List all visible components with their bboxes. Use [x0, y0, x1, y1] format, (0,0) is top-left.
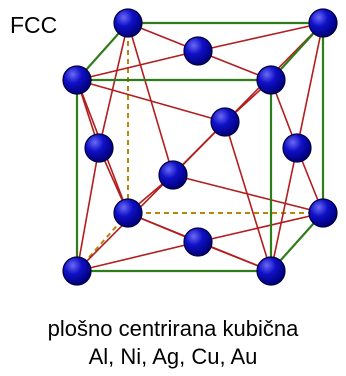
- atom-corner-front-top-right: [256, 65, 286, 95]
- atom-corner-back-bottom-left: [113, 198, 143, 228]
- atom-face-top: [183, 36, 213, 66]
- atom-face-back: [158, 160, 188, 190]
- atom-corner-back-bottom-right: [308, 198, 338, 228]
- atom-corner-front-bottom-right: [256, 256, 286, 286]
- caption-metals-list: Al, Ni, Ag, Cu, Au: [88, 344, 258, 369]
- atom-corner-back-top-left: [113, 8, 143, 38]
- atom-corner-front-top-left: [62, 65, 92, 95]
- atoms: [62, 8, 338, 286]
- atom-face-front: [210, 107, 240, 137]
- atom-corner-front-bottom-left: [62, 256, 92, 286]
- atom-corner-back-top-right: [308, 8, 338, 38]
- atom-face-bottom: [183, 227, 213, 257]
- atom-face-right: [282, 133, 312, 163]
- caption-structure-name: plošno centrirana kubična: [47, 316, 299, 341]
- fcc-label: FCC: [10, 12, 58, 38]
- atom-face-left: [84, 133, 114, 163]
